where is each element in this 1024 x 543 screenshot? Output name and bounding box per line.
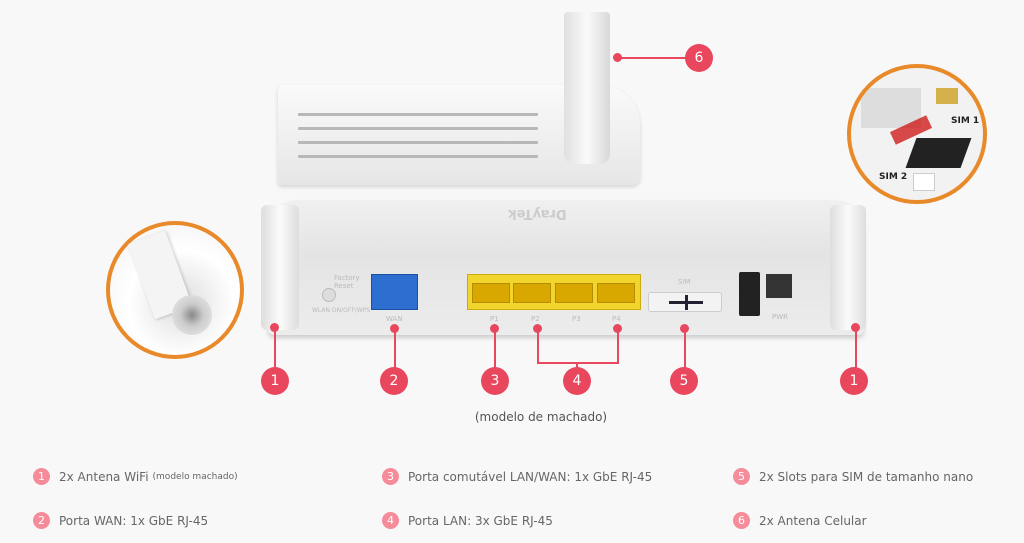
callout-4: 4 [563,367,591,395]
legend-text: 2x Antena Celular [759,513,867,528]
router-rear-view: DrayTek [268,200,864,335]
p2-label: P2 [531,315,540,323]
callout-6: 6 [685,44,713,72]
wlan-label: WLAN ON/OFF/WPS [312,307,371,314]
p4-label: P4 [612,315,621,323]
legend-text: Porta LAN: 3x GbE RJ-45 [408,513,553,528]
legend-item-2: 2 Porta WAN: 1x GbE RJ-45 [33,512,208,529]
cellular-antenna [564,12,610,164]
legend-badge: 4 [382,512,399,529]
p1-label: P1 [490,315,499,323]
callout-3: 3 [481,367,509,395]
caption: (modelo de machado) [474,410,608,424]
sim-slot-inset: SIM 1 SIM 2 [847,64,987,204]
legend-text: Porta comutável LAN/WAN: 1x GbE RJ-45 [408,469,653,484]
antenna-connector-inset [106,221,244,359]
legend-item-3: 3 Porta comutável LAN/WAN: 1x GbE RJ-45 [382,468,652,485]
legend-note: (modelo machado) [152,471,238,482]
sim1-label: SIM 1 [951,116,980,126]
sim2-label: SIM 2 [879,172,908,182]
wps-button [322,288,336,302]
sim-slot [648,292,722,312]
legend-badge: 5 [733,468,750,485]
brand-logo: DrayTek [508,206,567,221]
wifi-antenna-right [830,205,866,330]
callout-5: 5 [670,367,698,395]
legend-text: 2x Slots para SIM de tamanho nano [759,469,974,484]
legend-badge: 6 [733,512,750,529]
sim-label: SIM [678,278,691,286]
legend-text: Porta WAN: 1x GbE RJ-45 [59,513,209,528]
callout-1-left: 1 [261,367,289,395]
wan-port [371,274,418,310]
legend-badge: 3 [382,468,399,485]
legend-badge: 1 [33,468,50,485]
legend-text: 2x Antena WiFi [59,469,149,484]
p3-label: P3 [572,315,581,323]
legend-badge: 2 [33,512,50,529]
legend-item-5: 5 2x Slots para SIM de tamanho nano [733,468,973,485]
wan-label: WAN [386,315,403,323]
legend-item-6: 6 2x Antena Celular [733,512,867,529]
factory-reset-label: Factory Reset [334,274,360,290]
power-switch [739,272,760,316]
legend-item-1: 1 2x Antena WiFi(modelo machado) [33,468,238,485]
power-jack [766,274,792,298]
callout-1-right: 1 [840,367,868,395]
wifi-antenna-left [261,205,299,330]
pwr-label: PWR [772,313,789,321]
callout-2: 2 [380,367,408,395]
legend-item-4: 4 Porta LAN: 3x GbE RJ-45 [382,512,553,529]
